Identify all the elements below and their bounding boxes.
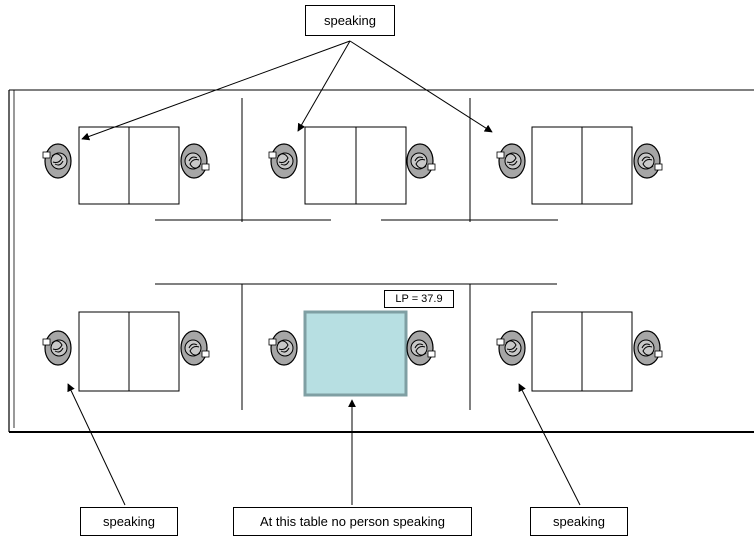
person-icon [180, 330, 210, 366]
table-top-middle [304, 126, 407, 205]
table-top-left [78, 126, 180, 205]
partitions [155, 98, 558, 410]
person-icon [496, 330, 526, 366]
person-icon [406, 330, 436, 366]
arrows [67, 40, 581, 506]
person-icon [268, 143, 298, 179]
table-bottom-middle-highlighted [303, 310, 408, 397]
table-bottom-right [531, 311, 633, 392]
speaking-label-top: speaking [305, 5, 395, 36]
person-icon [268, 330, 298, 366]
table-bottom-left [78, 311, 180, 392]
table-top-right [531, 126, 633, 205]
speaking-label-bottom-right: speaking [530, 507, 628, 536]
lp-value-label: LP = 37.9 [384, 290, 454, 308]
person-icon [496, 143, 526, 179]
speaking-label-bottom-left: speaking [80, 507, 178, 536]
person-icon [180, 143, 210, 179]
person-icon [406, 143, 436, 179]
person-icon [42, 330, 72, 366]
no-speaking-note: At this table no person speaking [233, 507, 472, 536]
person-icon [42, 143, 72, 179]
room-outline [8, 89, 754, 433]
person-icon [633, 330, 663, 366]
person-icon [633, 143, 663, 179]
